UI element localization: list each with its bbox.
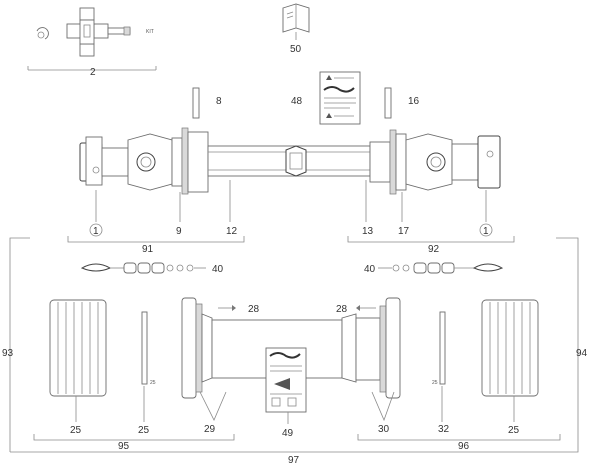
- ring-right: 25: [432, 311, 446, 386]
- cross-kit-part: [66, 7, 131, 57]
- bracket-91: [67, 236, 245, 243]
- label-12: 12: [226, 226, 238, 237]
- outer-tube: [207, 145, 371, 177]
- bellows-right: [481, 299, 539, 397]
- label-25-c: 25: [508, 425, 520, 436]
- label-8: 8: [216, 96, 222, 107]
- pin-8: [192, 87, 200, 119]
- guard-cone-left: [181, 297, 213, 399]
- label-1-right: 1: [483, 226, 489, 237]
- left-yoke-assembly: [79, 127, 209, 195]
- label-2: 2: [90, 67, 96, 78]
- warning-sticker-48: [319, 71, 361, 125]
- label-93: 93: [2, 348, 14, 359]
- label-9: 9: [176, 226, 182, 237]
- label-29: 29: [204, 424, 216, 435]
- label-50: 50: [290, 44, 302, 55]
- bellows-left: [49, 299, 107, 397]
- callout-circle-1-left: [89, 223, 103, 237]
- label-40-left: 40: [212, 264, 224, 275]
- safety-chain-left: [80, 262, 206, 274]
- bracket-92: [347, 236, 515, 243]
- label-97: 97: [288, 455, 300, 466]
- manual-icon: [282, 3, 310, 33]
- label-91: 91: [142, 244, 154, 255]
- part-2-bracket: [27, 66, 157, 71]
- label-49: 49: [282, 428, 294, 439]
- label-30: 30: [378, 424, 390, 435]
- label-25-b: 25: [138, 425, 150, 436]
- label-94: 94: [576, 348, 588, 359]
- guard-cone-right: [341, 297, 401, 399]
- bracket-93-line: [9, 237, 30, 452]
- safety-chain-right: [378, 262, 504, 274]
- label-48: 48: [291, 96, 303, 107]
- label-96: 96: [458, 441, 470, 452]
- label-28-left: 28: [248, 304, 260, 315]
- leader-29: [199, 391, 227, 421]
- bracket-97: [10, 440, 579, 453]
- label-92: 92: [428, 244, 440, 255]
- label-32: 32: [438, 424, 450, 435]
- label-16: 16: [408, 96, 420, 107]
- svg-text:25: 25: [150, 380, 156, 386]
- svg-text:25: 25: [432, 380, 438, 386]
- screw-28-right: [356, 305, 376, 311]
- label-28-right: 28: [336, 304, 348, 315]
- screw-28-left: [218, 305, 236, 311]
- right-yoke-assembly: [369, 129, 501, 195]
- cross-kit-code: KIT: [146, 29, 154, 35]
- label-25-a: 25: [70, 425, 82, 436]
- label-95: 95: [118, 441, 130, 452]
- bracket-96: [357, 434, 561, 441]
- label-40-right: 40: [364, 264, 376, 275]
- label-13: 13: [362, 226, 374, 237]
- callout-circle-1-right: [479, 223, 493, 237]
- leader-30: [371, 391, 395, 422]
- warning-sticker-49: [265, 347, 307, 413]
- bracket-94-line: [556, 237, 579, 440]
- label-17: 17: [398, 226, 410, 237]
- pin-16: [384, 87, 392, 119]
- label-1-left: 1: [93, 226, 99, 237]
- ring-left: 25: [141, 311, 156, 386]
- bracket-95: [33, 434, 235, 441]
- circlip-part: [36, 27, 49, 40]
